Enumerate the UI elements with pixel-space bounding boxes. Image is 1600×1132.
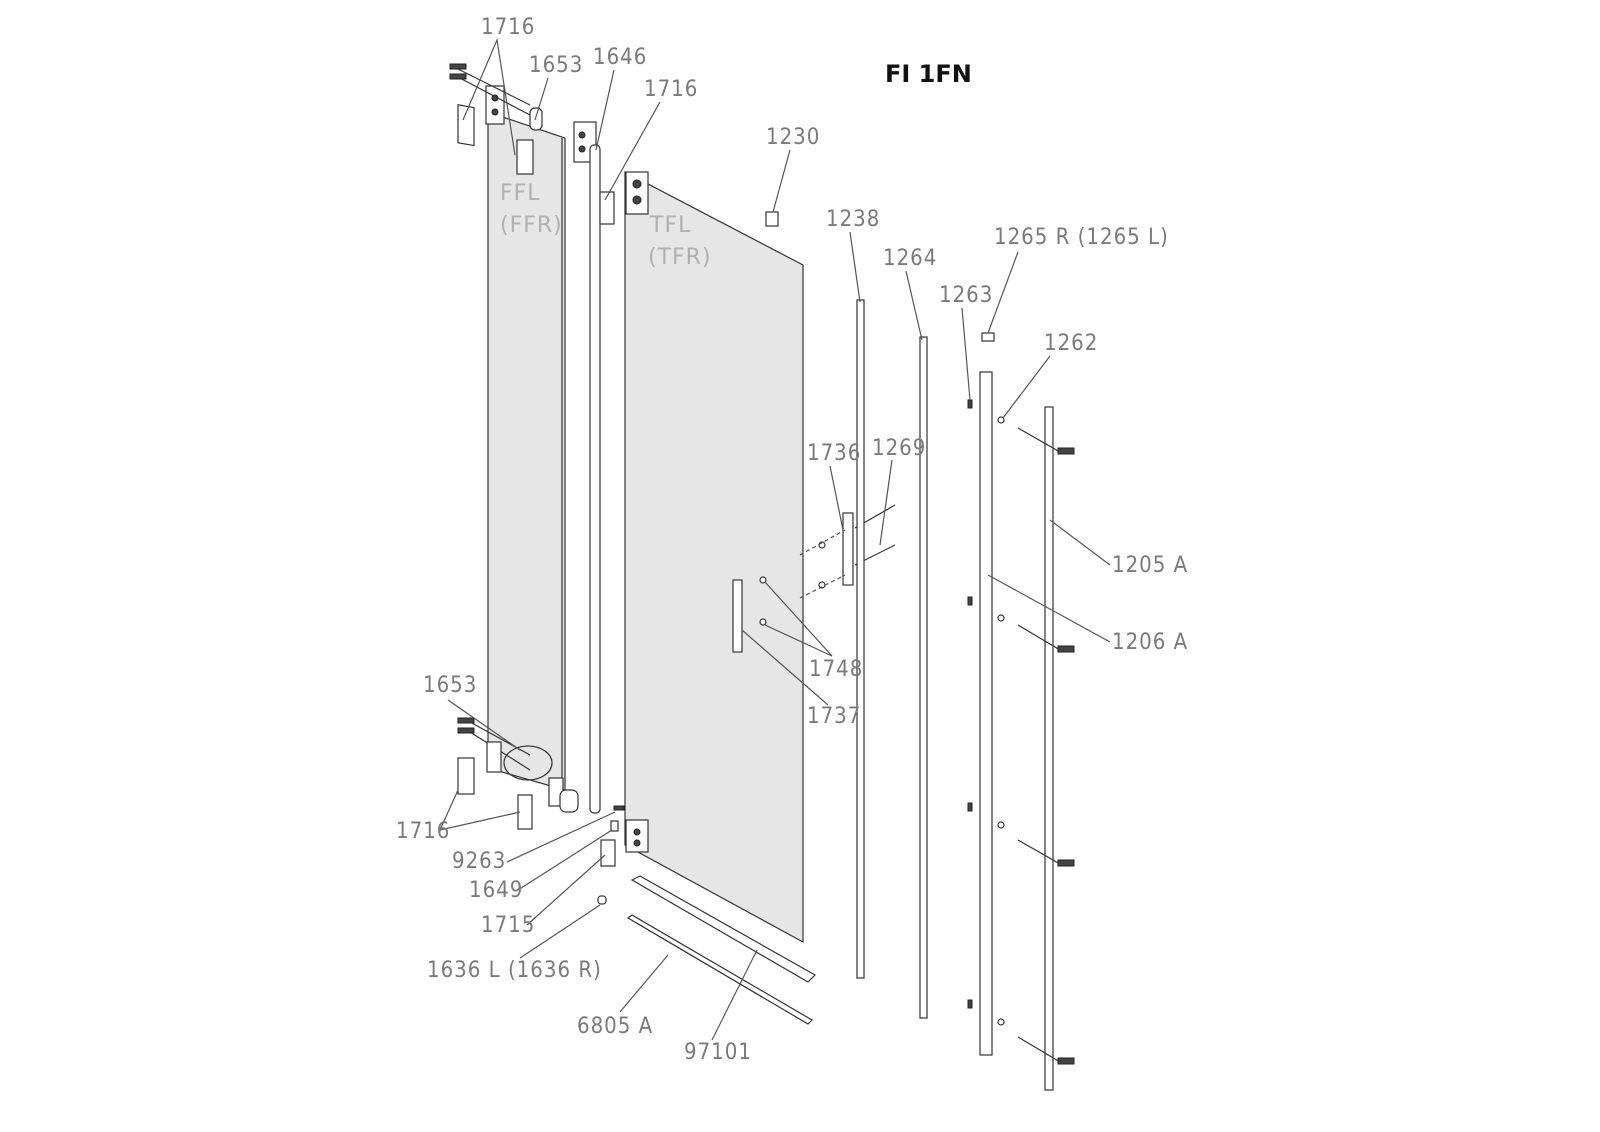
label-9263: 9263 bbox=[452, 849, 506, 874]
bottom-wall-hinge-hardware bbox=[457, 717, 579, 830]
zone-label-tfr: (TFR) bbox=[648, 245, 712, 270]
label-1716-door: 1716 bbox=[644, 77, 698, 102]
clip-1230 bbox=[765, 211, 779, 227]
label-1716-bottom: 1716 bbox=[396, 819, 450, 844]
label-1238: 1238 bbox=[826, 207, 880, 232]
label-1263: 1263 bbox=[939, 283, 993, 308]
drip-strip-6805 bbox=[626, 914, 813, 1025]
label-1206a: 1206 A bbox=[1112, 630, 1188, 655]
label-1262: 1262 bbox=[1044, 331, 1098, 356]
label-1264: 1264 bbox=[883, 246, 937, 271]
seal-profile-1264 bbox=[919, 336, 928, 1019]
part-9263 bbox=[613, 805, 625, 811]
label-1716-top: 1716 bbox=[481, 15, 535, 40]
label-1748: 1748 bbox=[809, 657, 863, 682]
label-1265: 1265 R (1265 L) bbox=[994, 225, 1169, 250]
bottom-seal-97101 bbox=[630, 875, 816, 983]
part-labels: 1716 1653 1646 1716 1230 1238 1264 1265 … bbox=[396, 15, 1188, 1065]
label-1653-top: 1653 bbox=[529, 53, 583, 78]
wall-profile-1646 bbox=[589, 144, 601, 814]
zone-label-ffl: FFL bbox=[500, 181, 541, 206]
door-glass-panel bbox=[599, 171, 804, 944]
top-wall-hinge-hardware bbox=[449, 63, 597, 175]
label-1653-bottom: 1653 bbox=[423, 673, 477, 698]
cap-1265 bbox=[981, 332, 995, 342]
label-1269: 1269 bbox=[872, 436, 926, 461]
label-1636: 1636 L (1636 R) bbox=[427, 958, 602, 983]
zone-label-ffr: (FFR) bbox=[500, 213, 563, 238]
wall-fixings-1262-1263 bbox=[967, 399, 1075, 1065]
wall-profile-1205a bbox=[1044, 406, 1054, 1091]
label-1649: 1649 bbox=[469, 878, 523, 903]
leader-lines bbox=[438, 37, 1111, 1041]
label-1736: 1736 bbox=[807, 441, 861, 466]
seal-profile-1238 bbox=[856, 299, 865, 979]
part-1649 bbox=[610, 820, 619, 832]
label-1737: 1737 bbox=[807, 704, 861, 729]
label-6805a: 6805 A bbox=[577, 1014, 653, 1039]
label-1230: 1230 bbox=[766, 125, 820, 150]
wall-profile-1206a bbox=[979, 371, 993, 1056]
label-1715: 1715 bbox=[481, 913, 535, 938]
label-1646: 1646 bbox=[593, 45, 647, 70]
handle-1736 bbox=[842, 512, 854, 586]
part-1715 bbox=[600, 839, 616, 867]
handle-1737 bbox=[732, 579, 743, 653]
label-97101: 97101 bbox=[684, 1040, 752, 1065]
part-1636 bbox=[597, 895, 607, 905]
label-1205a: 1205 A bbox=[1112, 553, 1188, 578]
zone-label-tfl: TFL bbox=[649, 213, 691, 238]
diagram-title: FI 1FN bbox=[885, 60, 972, 88]
